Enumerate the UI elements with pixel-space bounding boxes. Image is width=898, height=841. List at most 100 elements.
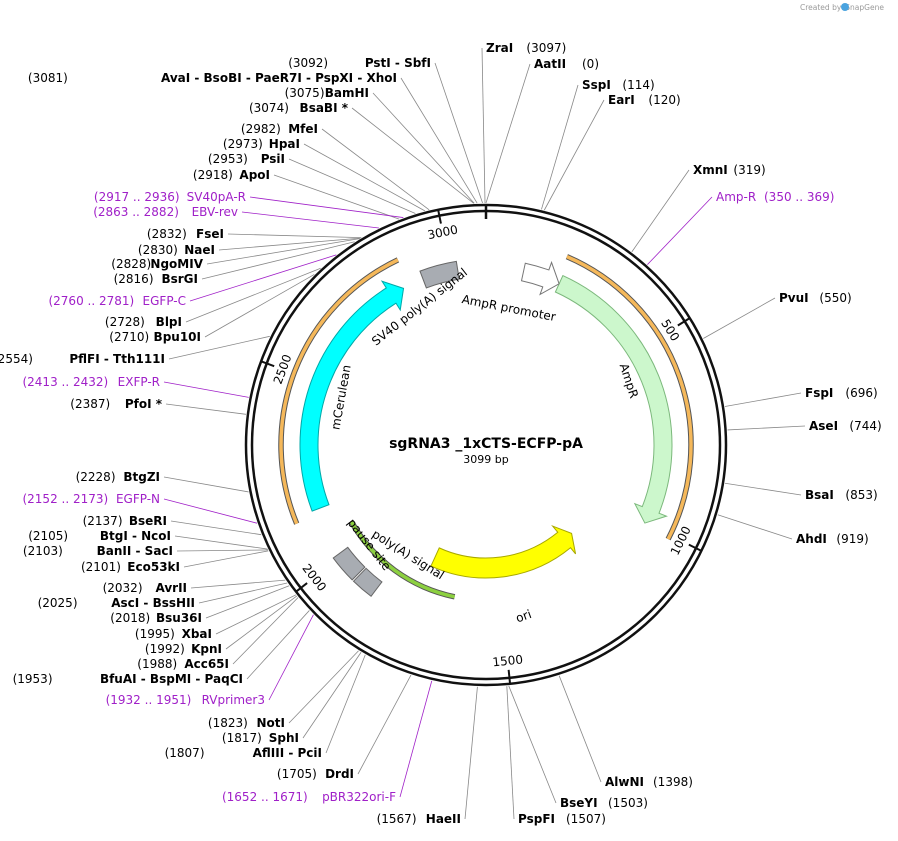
site-label-banii-saci[interactable]: BanII - SacI(2103): [23, 544, 173, 558]
site-name: Eco53kI: [127, 560, 180, 574]
site-name: PflFI - Tth111I: [69, 352, 165, 366]
leader-line: [176, 549, 268, 552]
site-name: BsrGI: [161, 272, 198, 286]
site-label-drdi[interactable]: DrdI(1705): [277, 767, 354, 781]
site-label-bsai[interactable]: BsaI(853): [805, 488, 878, 502]
leader-line: [508, 685, 557, 804]
site-label-pspfi[interactable]: PspFI(1507): [518, 812, 606, 826]
site-label-fsei[interactable]: FseI(2832): [147, 227, 224, 241]
site-label-fspi[interactable]: FspI(696): [805, 386, 878, 400]
site-name: Amp-R: [716, 190, 756, 204]
site-label-asci-bsshii[interactable]: AscI - BssHII(2025): [38, 596, 195, 610]
site-position: (2152 .. 2173): [22, 492, 108, 506]
site-label-bpu10i[interactable]: Bpu10I(2710): [109, 330, 201, 344]
leader-line: [198, 582, 288, 604]
site-label-btgzi[interactable]: BtgZI(2228): [76, 470, 160, 484]
site-name: NaeI: [184, 243, 215, 257]
site-name: EGFP-C: [143, 294, 186, 308]
site-name: NotI: [257, 716, 286, 730]
leader-line: [189, 254, 337, 302]
site-label-kpni[interactable]: KpnI(1992): [145, 642, 222, 656]
site-label-hpai[interactable]: HpaI(2973): [223, 137, 300, 151]
leader-line: [541, 84, 579, 210]
site-label-naei[interactable]: NaeI (2830): [138, 243, 215, 257]
site-label-ngomiv[interactable]: NgoMIV(2828): [111, 257, 203, 271]
site-name: BfuAI - BspMI - PaqCI: [100, 672, 243, 686]
site-label-bamhi[interactable]: BamHI(3075): [285, 86, 369, 100]
feature-ampr: [554, 274, 673, 524]
site-label-zrai[interactable]: ZraI(3097): [486, 41, 566, 55]
site-label-bsabi[interactable]: BsaBI *(3074): [249, 101, 349, 115]
site-position: (1652 .. 1671): [222, 790, 308, 804]
site-name: PsiI: [261, 152, 285, 166]
site-label-pbr322ori-f[interactable]: pBR322ori-F(1652 .. 1671): [222, 790, 396, 804]
site-label-eari[interactable]: EarI(120): [608, 93, 681, 107]
site-label-bsu36i[interactable]: Bsu36I(2018): [110, 611, 202, 625]
site-label-bsrgi[interactable]: BsrGI (2816): [114, 272, 198, 286]
feature-pause-site: [332, 546, 366, 581]
site-position: (2830): [138, 243, 178, 257]
leader-line: [288, 650, 359, 724]
site-label-avrii[interactable]: AvrII(2032): [103, 581, 187, 595]
leader-line: [225, 595, 298, 650]
site-label-egfp-n[interactable]: EGFP-N (2152 .. 2173): [22, 492, 160, 506]
site-label-pfoi[interactable]: PfoI *(2387): [70, 397, 162, 411]
site-name: BseRI: [129, 514, 167, 528]
site-label-bseri[interactable]: BseRI(2137): [83, 514, 167, 528]
site-position: (2554): [0, 352, 33, 366]
site-label-xmni[interactable]: XmnI(319): [693, 163, 766, 177]
site-position: (2953): [208, 152, 248, 166]
site-position: (2103): [23, 544, 63, 558]
site-position: (2728): [105, 315, 145, 329]
site-label-haeii[interactable]: HaeII(1567): [377, 812, 461, 826]
site-name: EGFP-N: [116, 492, 160, 506]
site-position: (3097): [526, 41, 566, 55]
site-position: (114): [622, 78, 654, 92]
site-label-amp-r[interactable]: Amp-R(350 .. 369): [716, 190, 834, 204]
leader-line: [249, 196, 404, 218]
site-label-pflfi-tth111i[interactable]: PflFI - Tth111I (2554): [0, 352, 165, 366]
site-name: Bpu10I: [154, 330, 201, 344]
site-name: AvrII: [155, 581, 187, 595]
site-label-blpi[interactable]: BlpI(2728): [105, 315, 182, 329]
site-label-afliii-pcii[interactable]: AflIII - PciI(1807): [165, 746, 322, 760]
site-position: (1807): [165, 746, 205, 760]
site-label-xbai[interactable]: XbaI(1995): [135, 627, 212, 641]
site-label-noti[interactable]: NotI(1823): [208, 716, 285, 730]
site-label-asei[interactable]: AseI(744): [809, 419, 882, 433]
site-label-sv40pa-r[interactable]: SV40pA-R(2917 .. 2936): [94, 190, 246, 204]
site-label-apoi[interactable]: ApoI(2918): [193, 168, 270, 182]
site-label-avai-bsobi-paer7i-pspxi-xhoi[interactable]: AvaI - BsoBI - PaeR7I - PspXI - XhoI(308…: [28, 71, 397, 85]
leader-line: [246, 610, 310, 680]
leader-line: [273, 174, 400, 220]
leader-line: [170, 520, 262, 536]
site-label-alwni[interactable]: AlwNI(1398): [605, 775, 693, 789]
site-label-psii[interactable]: PsiI (2953): [208, 152, 285, 166]
site-position: (2816): [114, 272, 154, 286]
plasmid-name: sgRNA3 _1xCTS-ECFP-pA: [389, 436, 583, 452]
site-label-exfp-r[interactable]: EXFP-R(2413 .. 2432): [22, 375, 160, 389]
site-label-aatii[interactable]: AatII(0): [534, 57, 599, 71]
site-label-bfuai-bspmi-paqci[interactable]: BfuAI - BspMI - PaqCI(1953): [13, 672, 243, 686]
site-label-mfei[interactable]: MfeI(2982): [241, 122, 318, 136]
site-position: (3075): [285, 86, 325, 100]
site-label-rvprimer3[interactable]: RVprimer3(1932 .. 1951): [106, 693, 265, 707]
site-label-acc65i[interactable]: Acc65I(1988): [137, 657, 229, 671]
tick-label: 1500: [492, 652, 524, 669]
site-position: (1995): [135, 627, 175, 641]
site-label-btgi-ncoi[interactable]: BtgI - NcoI(2105): [28, 529, 171, 543]
site-label-pvui[interactable]: PvuI(550): [779, 291, 852, 305]
site-position: (2982): [241, 122, 281, 136]
site-label-ebv-rev[interactable]: EBV-rev(2863 .. 2882): [93, 205, 238, 219]
leader-line: [288, 158, 416, 214]
site-label-eco53ki[interactable]: Eco53kI(2101): [81, 560, 180, 574]
leader-line: [241, 211, 379, 229]
site-label-ahdi[interactable]: AhdI(919): [796, 532, 869, 546]
site-label-egfp-c[interactable]: EGFP-C(2760 .. 2781): [48, 294, 186, 308]
site-label-bseyi[interactable]: BseYI(1503): [560, 796, 648, 810]
leader-line: [165, 403, 247, 415]
site-label-sspi[interactable]: SspI(114): [582, 78, 655, 92]
site-label-sphi[interactable]: SphI(1817): [222, 731, 299, 745]
site-label-psti-sbfi[interactable]: PstI - SbfI(3092): [288, 56, 431, 70]
leader-line: [357, 674, 412, 775]
